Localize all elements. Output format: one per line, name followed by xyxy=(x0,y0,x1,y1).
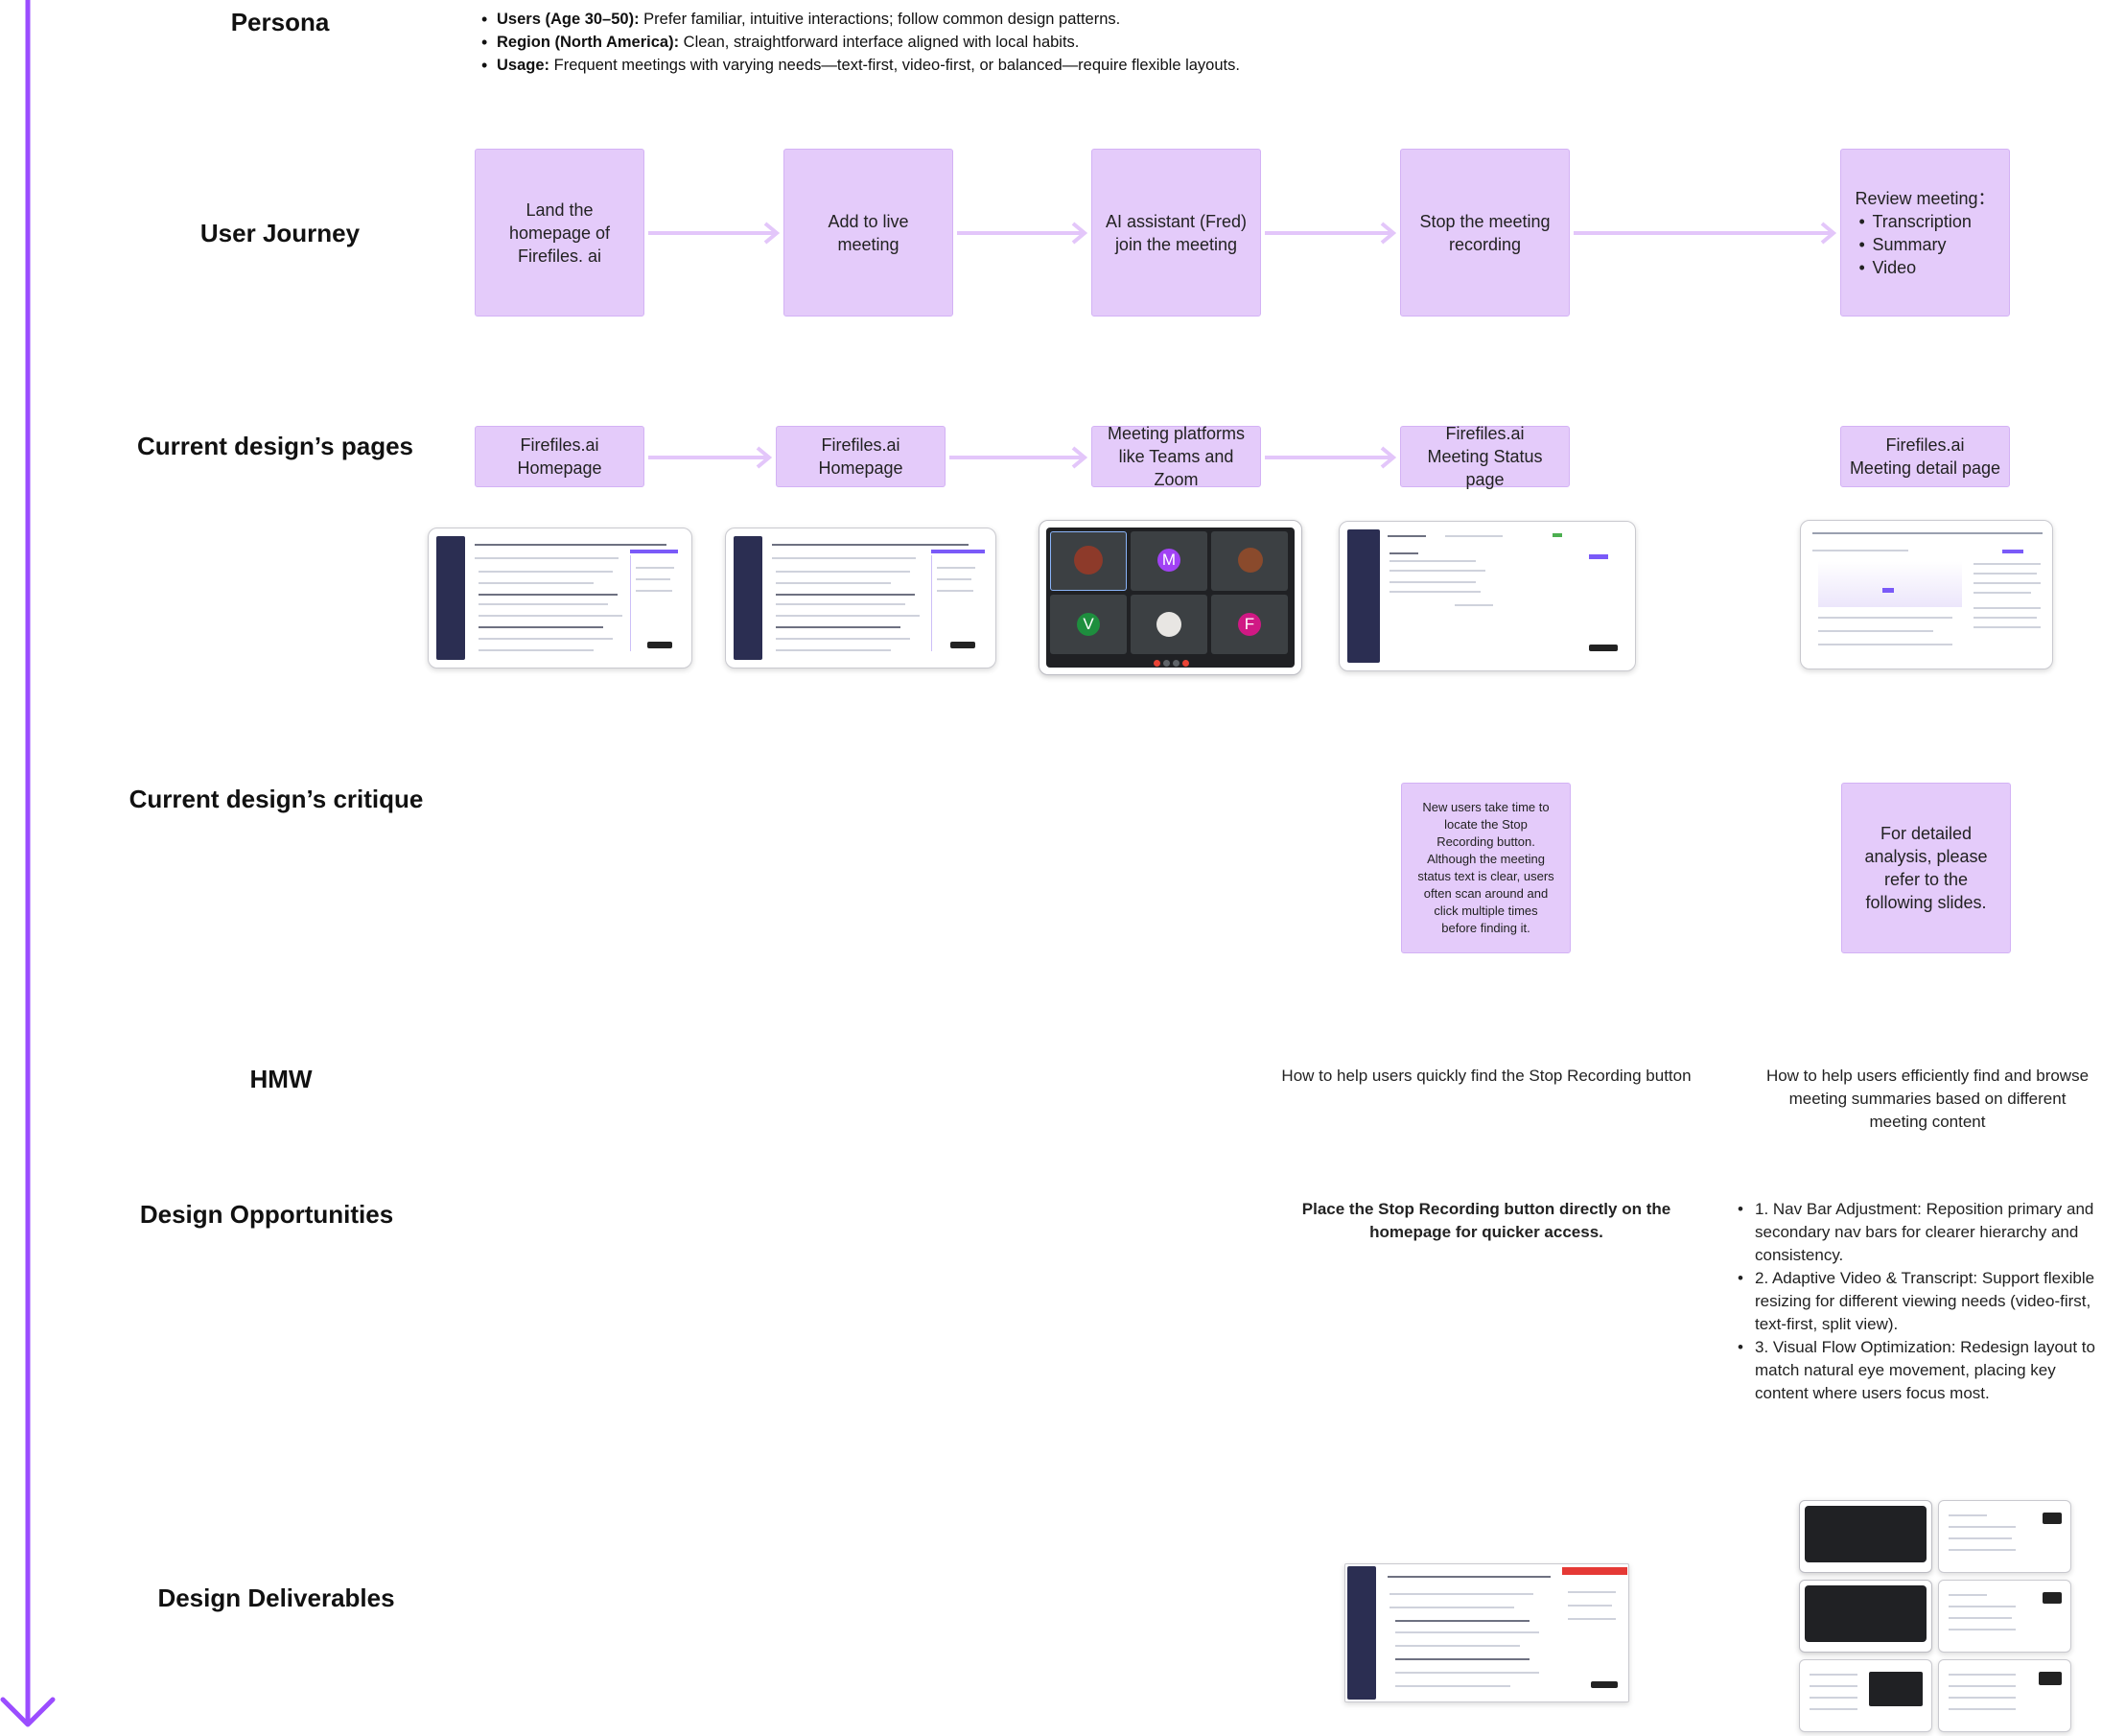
hmw-detail: How to help users efficiently find and b… xyxy=(1726,1065,2102,1134)
screenshot-homepage-1 xyxy=(428,528,692,669)
avatar-v: V xyxy=(1077,613,1100,636)
journey-step-review-meeting: Review meeting： Transcription Summary Vi… xyxy=(1840,149,2010,317)
avatar-m: M xyxy=(1157,549,1180,572)
row-label-deliverables: Design Deliverables xyxy=(157,1584,394,1613)
row-label-user-journey: User Journey xyxy=(200,219,360,248)
review-item-summary: Summary xyxy=(1855,233,1995,256)
row-label-persona: Persona xyxy=(231,8,330,37)
opportunity-item-visual-flow: 3. Visual Flow Optimization: Redesign la… xyxy=(1738,1336,2102,1405)
row-label-current-pages: Current design’s pages xyxy=(137,432,413,461)
row-label-opportunities: Design Opportunities xyxy=(140,1200,393,1230)
screenshot-video-meeting: M V F xyxy=(1039,520,1302,675)
review-item-transcription: Transcription xyxy=(1855,210,1995,233)
deliverable-status-redesign xyxy=(1344,1563,1629,1702)
journey-step-ai-assistant-join: AI assistant (Fred)join the meeting xyxy=(1091,149,1261,317)
journey-arrow-3 xyxy=(1265,222,1397,245)
row-label-critique: Current design’s critique xyxy=(129,785,424,814)
opportunity-item-nav-bar: 1. Nav Bar Adjustment: Reposition primar… xyxy=(1738,1198,2102,1267)
deliverable-text-first-1 xyxy=(1938,1500,2071,1573)
hmw-status: How to help users quickly find the Stop … xyxy=(1266,1065,1707,1088)
pages-arrow-1 xyxy=(648,446,773,469)
timeline-arrow xyxy=(0,0,61,1736)
persona-list: Users (Age 30–50): Prefer familiar, intu… xyxy=(479,8,1240,77)
opportunity-item-adaptive-video: 2. Adaptive Video & Transcript: Support … xyxy=(1738,1267,2102,1336)
opportunity-detail-list: 1. Nav Bar Adjustment: Reposition primar… xyxy=(1738,1198,2102,1405)
review-item-video: Video xyxy=(1855,256,1995,279)
journey-arrow-4 xyxy=(1574,222,1837,245)
opportunity-status: Place the Stop Recording button directly… xyxy=(1275,1198,1697,1244)
screenshot-meeting-status xyxy=(1339,521,1636,671)
pages-arrow-2 xyxy=(949,446,1088,469)
screenshot-homepage-2 xyxy=(725,528,996,669)
deliverable-text-first-2 xyxy=(1938,1580,2071,1653)
persona-item-usage: Usage: Frequent meetings with varying ne… xyxy=(479,54,1240,77)
review-items-list: Transcription Summary Video xyxy=(1855,210,1995,279)
persona-item-users: Users (Age 30–50): Prefer familiar, intu… xyxy=(479,8,1240,31)
deliverable-split-view-1 xyxy=(1799,1659,1932,1732)
journey-arrow-2 xyxy=(957,222,1088,245)
deliverable-video-first-2 xyxy=(1799,1580,1932,1653)
row-label-hmw: HMW xyxy=(250,1065,313,1094)
journey-arrow-1 xyxy=(648,222,781,245)
screenshot-meeting-detail xyxy=(1800,520,2053,669)
persona-item-region: Region (North America): Clean, straightf… xyxy=(479,31,1240,54)
deliverable-video-first-1 xyxy=(1799,1500,1932,1573)
deliverable-split-view-2 xyxy=(1938,1659,2071,1732)
avatar-f: F xyxy=(1238,613,1261,636)
pages-arrow-3 xyxy=(1265,446,1397,469)
